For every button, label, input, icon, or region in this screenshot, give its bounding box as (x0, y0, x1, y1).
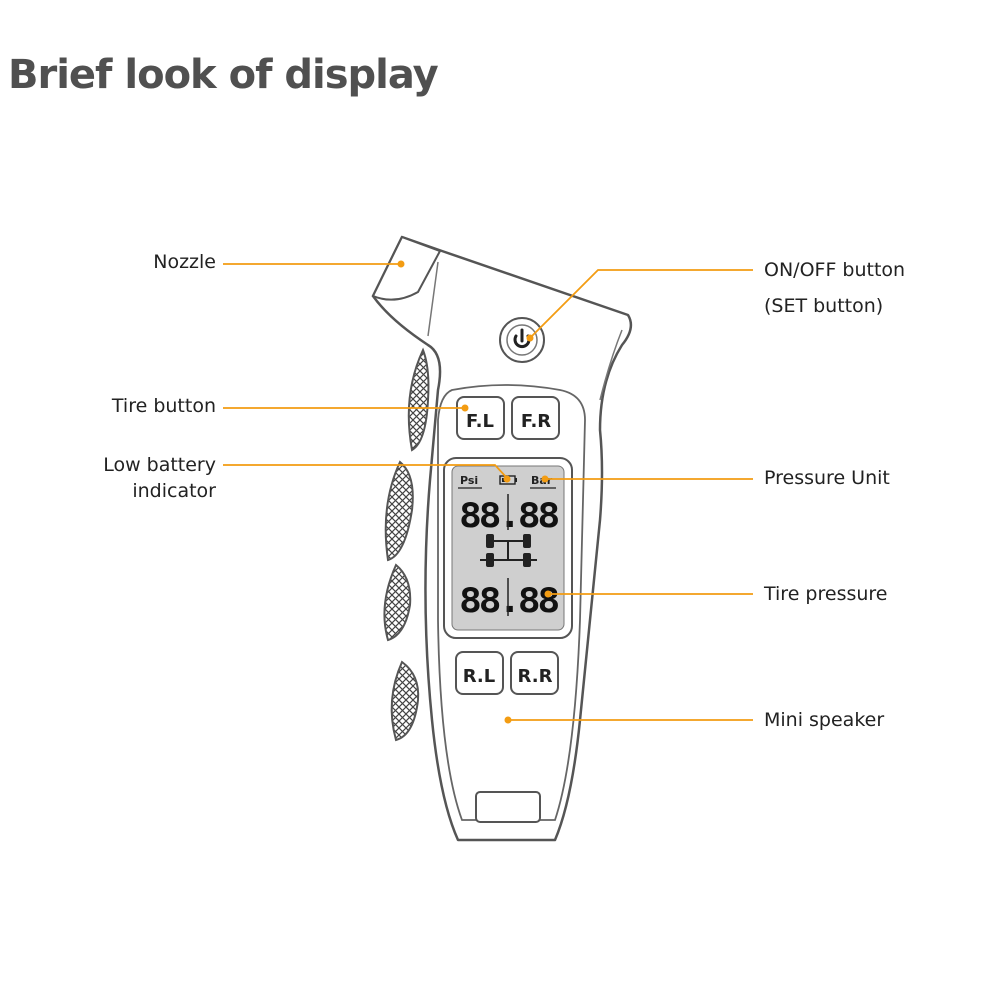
lcd-bottom-reading: 88.88 (459, 581, 559, 621)
tire-button-fl[interactable]: F.L (456, 396, 505, 440)
tire-button-fr[interactable]: F.R (511, 396, 560, 440)
label-mini-speaker: Mini speaker (764, 709, 885, 731)
label-onoff-line1: ON/OFF button (764, 259, 906, 281)
onoff-button[interactable] (499, 317, 545, 363)
lcd-unit-psi: Psi (460, 474, 478, 487)
low-battery-leader (223, 464, 508, 479)
gauge-body-inner (427, 261, 623, 401)
nozzle-tip (371, 235, 442, 301)
callouts (223, 263, 753, 721)
grip-ridges (383, 347, 430, 742)
lcd-top-reading: 88.88 (459, 496, 559, 536)
label-low-battery-line1: Low battery (103, 454, 216, 476)
tire-button-rr[interactable]: R.R (510, 651, 559, 695)
label-nozzle: Nozzle (153, 251, 216, 273)
tire-button-rl[interactable]: R.L (455, 651, 504, 695)
tire-button-fr-label: F.R (521, 411, 551, 432)
label-tire-button: Tire button (111, 395, 216, 417)
onoff-leader (531, 269, 753, 337)
car-schematic-icon (480, 534, 537, 567)
label-tire-pressure: Tire pressure (764, 583, 888, 605)
callout-dots (397, 260, 552, 724)
tire-button-rr-label: R.R (518, 666, 553, 687)
tire-button-fl-label: F.L (466, 411, 494, 432)
bottom-slot (475, 791, 541, 823)
page-title: Brief look of display (8, 52, 439, 98)
label-pressure-unit: Pressure Unit (764, 467, 890, 489)
label-low-battery-line2: indicator (132, 480, 216, 502)
lcd-screen: Psi Bar 88.88 88.88 (443, 457, 573, 639)
label-onoff-line2: (SET button) (764, 295, 884, 317)
tire-button-rl-label: R.L (463, 666, 496, 687)
